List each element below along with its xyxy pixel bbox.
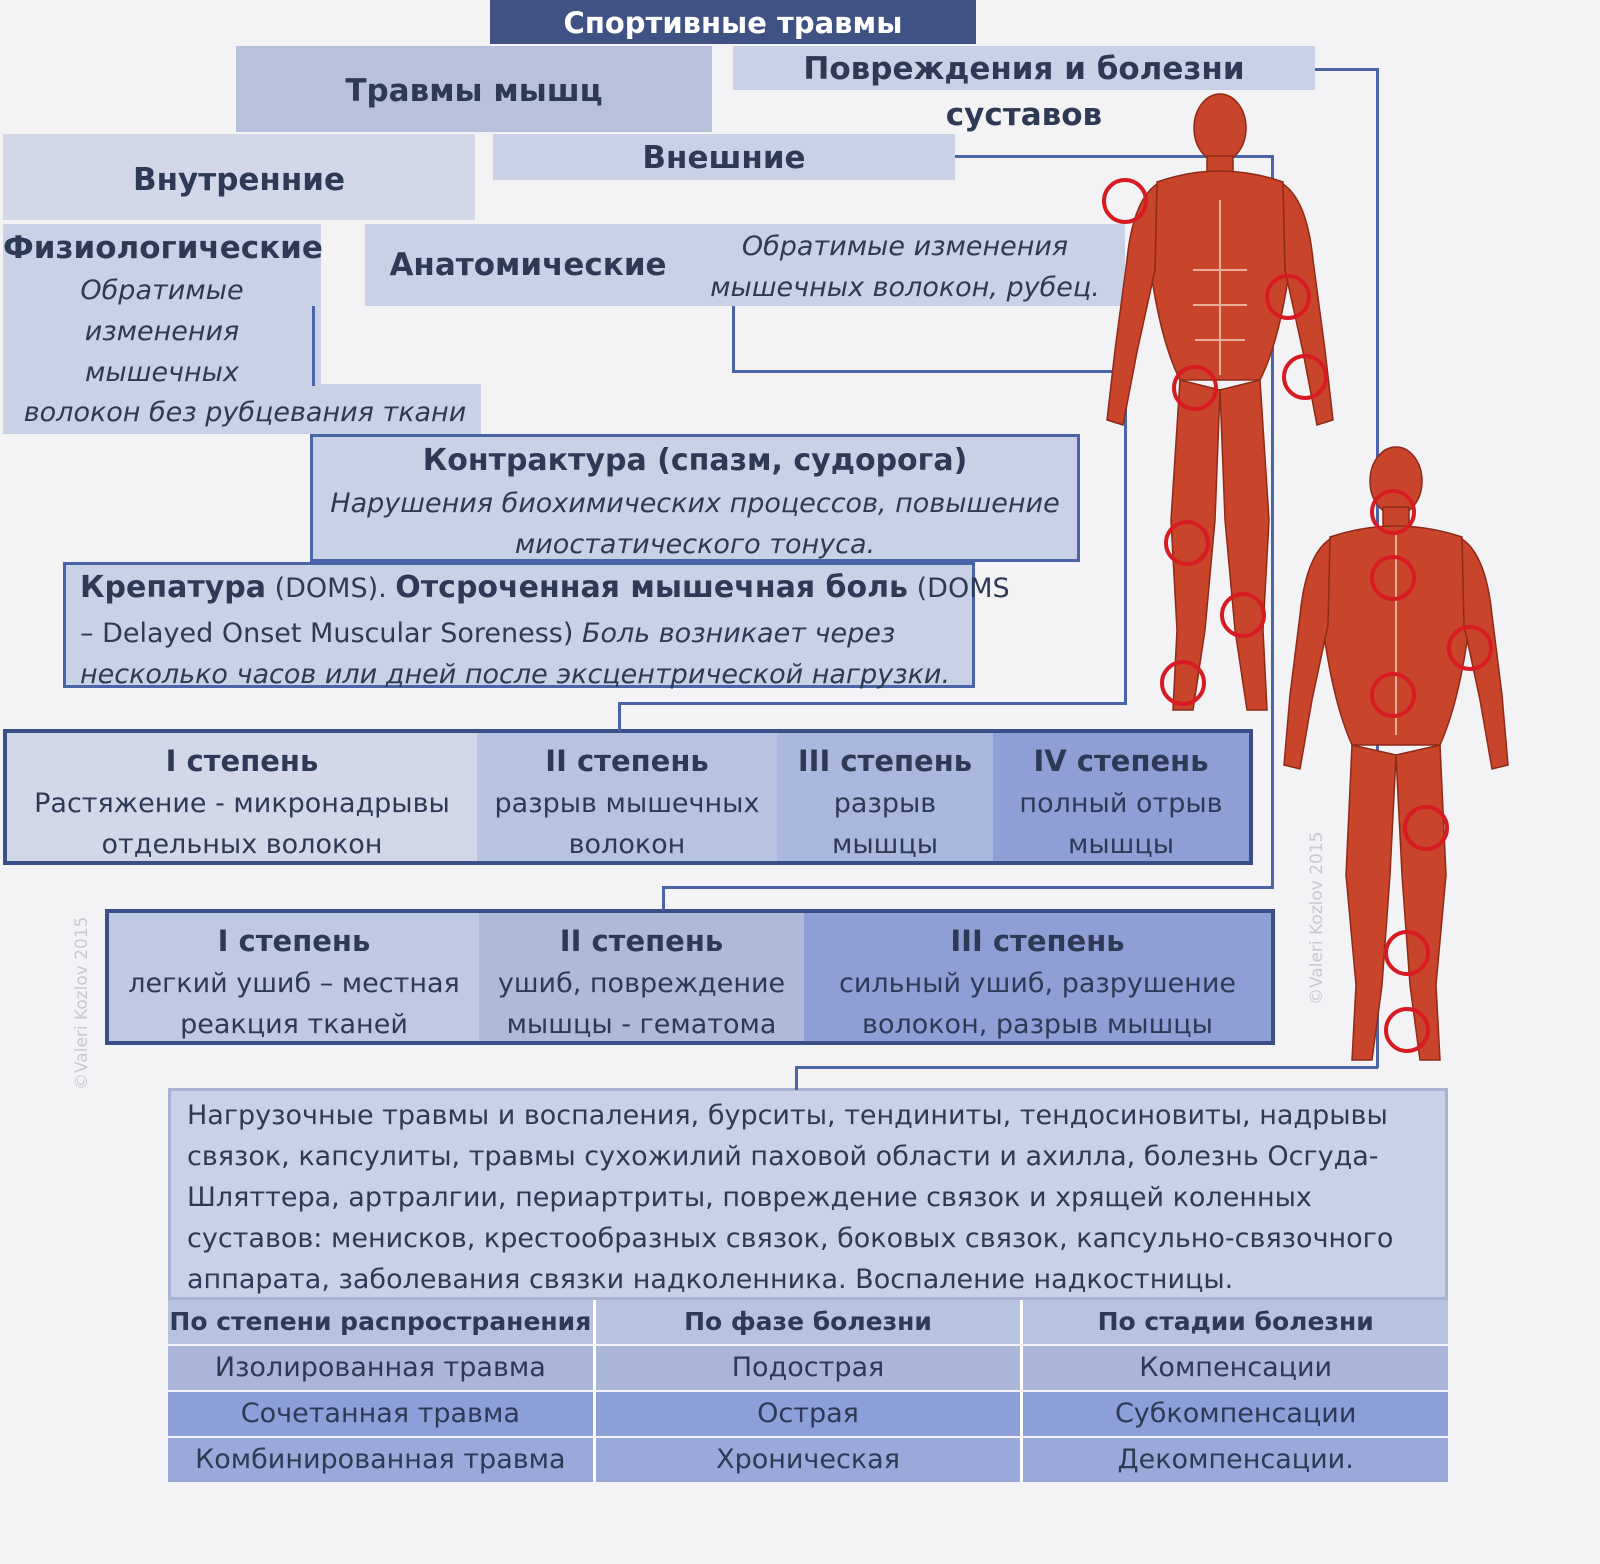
table-cell: Субкомпенсации: [1114, 1398, 1357, 1429]
table-header: По фазе болезни: [596, 1300, 1024, 1344]
watermark-right: ©Valeri Kozlov 2015: [1307, 831, 1327, 1005]
connector-line: [732, 306, 735, 372]
table-cell: Компенсации: [1139, 1352, 1333, 1383]
bruise-grade-3: III степень сильный ушиб, разрушение вол…: [804, 913, 1271, 1041]
physiological-title: Физиологические: [3, 230, 323, 266]
internal-box: Внутренние: [3, 134, 475, 220]
anatomical-box: [365, 224, 1125, 306]
connector-line: [955, 155, 1273, 158]
anatomical-desc-1: Обратимые изменения: [741, 231, 1069, 262]
table-cell: Хроническая: [596, 1438, 1024, 1482]
connector-line: [312, 306, 315, 386]
bruise-grade-1: I степень легкий ушиб – местная реакция …: [109, 913, 479, 1041]
joint-marker-icon: [1265, 274, 1311, 320]
table-header: По степени распространения: [168, 1300, 596, 1344]
connector-line: [795, 1066, 798, 1090]
krepatura-line-1: Крепатура (DOMS). Отсроченная мышечная б…: [80, 570, 1010, 605]
physiological-text: Физиологические Обратимые изменения мыше…: [3, 226, 323, 393]
joint-marker-icon: [1282, 354, 1328, 400]
connector-line: [618, 702, 621, 731]
connector-line: [662, 886, 1274, 889]
table-cell: Изолированная травма: [168, 1346, 596, 1390]
contracture-box: Контрактура (спазм, судорога) Нарушения …: [310, 434, 1080, 562]
page-title: Спортивные травмы: [490, 0, 976, 44]
front-anatomy-figure: [1102, 93, 1334, 711]
connector-line: [310, 434, 313, 562]
joint-marker-icon: [1172, 365, 1218, 411]
bruise-grades-row: I степень легкий ушиб – местная реакция …: [105, 909, 1275, 1045]
joint-marker-icon: [1102, 178, 1148, 224]
joint-desc-4: суставов: менисков, крестообразных связо…: [187, 1223, 1394, 1254]
physiological-box: [3, 224, 321, 384]
joint-desc-1: Нагрузочные травмы и воспаления, бурситы…: [187, 1100, 1388, 1131]
anatomical-desc-2: мышечных волокон, рубец.: [710, 272, 1100, 303]
krepatura-line-2: – Delayed Onset Muscular Soreness) Боль …: [80, 618, 896, 649]
connector-line: [662, 886, 665, 911]
sprain-grades-row: I степень Растяжение - микронадрывы отде…: [3, 729, 1253, 865]
joint-marker-icon: [1447, 625, 1493, 671]
table-row: Сочетанная травма Острая Субкомпенсации: [168, 1392, 1448, 1436]
krepatura-line-3: несколько часов или дней после эксцентри…: [80, 659, 951, 690]
back-anatomy-figure: [1283, 446, 1509, 1061]
joint-desc-2: связок, капсулиты, травмы сухожилий пахо…: [187, 1141, 1379, 1172]
external-box: Внешние: [493, 134, 955, 180]
sprain-grade-4: IV степень полный отрыв мышцы: [993, 733, 1249, 861]
table-row: Комбинированная травма Хроническая Деком…: [168, 1438, 1448, 1482]
sprain-grade-2: II степень разрыв мышечных волокон: [477, 733, 777, 861]
table-header-row: По степени распространения По фазе болез…: [168, 1300, 1448, 1344]
table-cell: Декомпенсации.: [1117, 1444, 1354, 1475]
anatomical-desc: Обратимые изменения мышечных волокон, ру…: [690, 226, 1120, 308]
connector-line: [1315, 68, 1377, 71]
sprain-grade-1: I степень Растяжение - микронадрывы отде…: [7, 733, 477, 861]
sprain-grade-3: III степень разрыв мышцы: [777, 733, 993, 861]
connector-line: [732, 370, 1126, 373]
joint-description-box: Нагрузочные травмы и воспаления, бурситы…: [168, 1088, 1448, 1300]
connector-line: [1271, 155, 1274, 888]
muscle-injuries-box: Травмы мышц: [236, 46, 712, 132]
physiological-desc-4: волокон без рубцевания ткани: [23, 397, 467, 428]
joint-marker-icon: [1384, 1007, 1430, 1053]
joint-marker-icon: [1370, 672, 1416, 718]
contracture-desc-1: Нарушения биохимических процессов, повыш…: [330, 488, 1060, 519]
joint-marker-icon: [1370, 489, 1416, 535]
anatomical-title: Анатомические: [389, 247, 667, 283]
classification-table: По степени распространения По фазе болез…: [168, 1300, 1448, 1484]
physiological-box-extension: [3, 384, 481, 434]
connector-line: [795, 1066, 1378, 1069]
joint-marker-icon: [1403, 805, 1449, 851]
physiological-desc-1: Обратимые: [80, 275, 244, 306]
joint-marker-icon: [1160, 660, 1206, 706]
table-cell: Комбинированная травма: [168, 1438, 596, 1482]
bruise-grade-2: II степень ушиб, повреждение мышцы - гем…: [479, 913, 804, 1041]
table-header: По стадии болезни: [1097, 1307, 1374, 1336]
physiological-desc-3: мышечных: [85, 357, 239, 388]
table-cell: Острая: [596, 1392, 1024, 1436]
contracture-title: Контрактура (спазм, судорога): [422, 443, 968, 478]
watermark-left: ©Valeri Kozlov 2015: [72, 916, 92, 1090]
joint-desc-5: аппарата, заболевания связки надколенник…: [187, 1264, 1234, 1295]
krepatura-box: Крепатура (DOMS). Отсроченная мышечная б…: [63, 562, 1010, 690]
connector-line: [618, 702, 1127, 705]
joint-desc-3: Шляттера, артралгии, периартриты, повреж…: [187, 1182, 1312, 1213]
joint-marker-icon: [1370, 555, 1416, 601]
physiological-desc-2: изменения: [84, 316, 240, 347]
joint-diseases-box: Повреждения и болезни суставов: [733, 46, 1315, 133]
joint-marker-icon: [1164, 520, 1210, 566]
table-cell: Подострая: [596, 1346, 1024, 1390]
table-cell: Сочетанная травма: [168, 1392, 596, 1436]
contracture-desc-2: миостатического тонуса.: [514, 529, 876, 560]
table-row: Изолированная травма Подострая Компенсац…: [168, 1346, 1448, 1390]
joint-marker-icon: [1220, 592, 1266, 638]
connector-line: [1124, 370, 1127, 704]
joint-marker-icon: [1384, 930, 1430, 976]
